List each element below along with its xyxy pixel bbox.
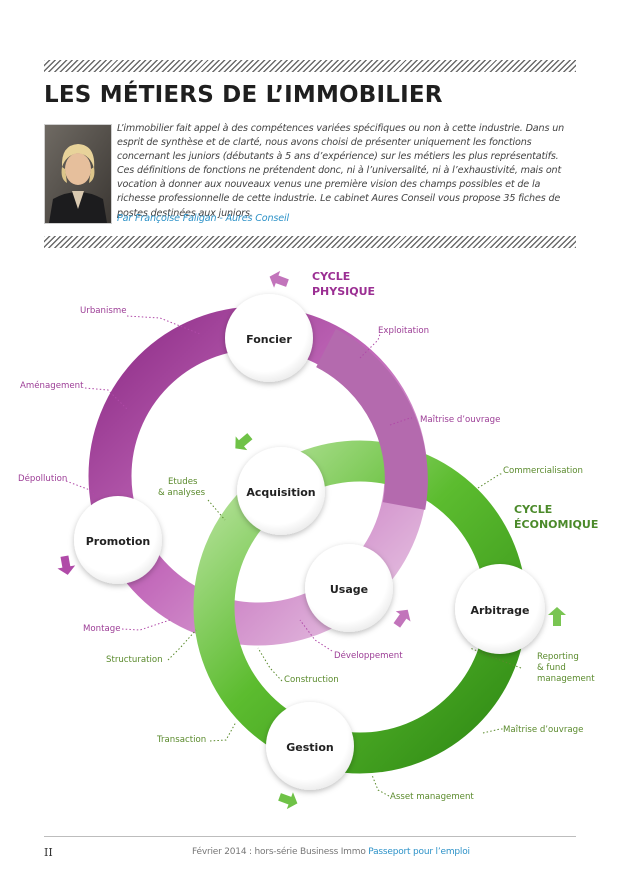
label-management: management [537, 674, 595, 684]
cycle-economique-title-line2: ÉCONOMIQUE [514, 518, 598, 531]
cycle-physique-title: CYCLE PHYSIQUE [312, 270, 375, 298]
arrow-icon [269, 270, 289, 288]
arrow-icon [393, 609, 411, 628]
footer-publication-text: Février 2014 : hors-série Business Immo [192, 847, 369, 857]
author-byline: Par Françoise Faligan - Aures Conseil [117, 213, 290, 224]
label-montage: Montage [83, 624, 121, 634]
label-fund: & fund [537, 663, 566, 673]
node-promotion: Promotion [74, 496, 162, 584]
node-usage-label: Usage [330, 583, 368, 596]
cycle-physique-labels: Urbanisme Exploitation Aménagement Maîtr… [18, 306, 500, 661]
leader-lines [65, 315, 522, 797]
node-foncier-label: Foncier [246, 333, 292, 346]
label-analyses: & analyses [158, 488, 206, 498]
cycle-economique-title-line1: CYCLE [514, 503, 552, 516]
node-gestion: Gestion [266, 702, 354, 790]
author-photo [44, 124, 112, 224]
node-acquisition: Acquisition [237, 447, 325, 535]
label-developpement: Développement [334, 650, 403, 661]
node-usage: Usage [305, 544, 393, 632]
label-construction: Construction [284, 675, 339, 685]
label-maitrise-ouvrage-physique: Maîtrise d’ouvrage [420, 415, 500, 425]
bottom-hatch-divider [44, 236, 576, 248]
intro-text: L’immobilier fait appel à des compétence… [117, 123, 565, 219]
label-depollution: Dépollution [18, 473, 67, 484]
node-arbitrage-label: Arbitrage [470, 604, 529, 617]
node-arbitrage: Arbitrage [455, 564, 545, 654]
label-amenagement: Aménagement [20, 380, 84, 391]
label-asset-management: Asset management [390, 792, 474, 802]
top-hatch-divider [44, 60, 576, 72]
cycle-economique-labels: Commercialisation Etudes & analyses Stru… [106, 466, 595, 802]
page-title: LES MÉTIERS DE L’IMMOBILIER [44, 82, 443, 108]
node-foncier: Foncier [225, 294, 313, 382]
label-structuration: Structuration [106, 655, 163, 665]
page-number: II [44, 846, 53, 859]
cycle-physique-title-line2: PHYSIQUE [312, 285, 375, 298]
arrow-icon [548, 607, 566, 626]
footer-link[interactable]: Passeport pour l’emploi [368, 847, 470, 857]
node-acquisition-label: Acquisition [246, 486, 315, 499]
cycle-physique-ring-overlap [315, 328, 428, 510]
arrow-icon [235, 433, 253, 451]
arrow-icon [57, 555, 76, 575]
cycle-economique-title: CYCLE ÉCONOMIQUE [514, 503, 598, 531]
arrow-icon [278, 792, 298, 810]
label-commercialisation: Commercialisation [503, 466, 583, 476]
label-transaction: Transaction [156, 735, 206, 745]
cycle-physique-title-line1: CYCLE [312, 270, 350, 283]
cycle-arrows [57, 270, 566, 810]
node-promotion-label: Promotion [86, 535, 150, 548]
label-reporting: Reporting [537, 652, 579, 662]
label-maitrise-ouvrage-economique: Maîtrise d’ouvrage [503, 725, 583, 735]
label-urbanisme: Urbanisme [80, 306, 127, 316]
label-etudes: Etudes [168, 477, 198, 487]
label-exploitation: Exploitation [378, 326, 429, 336]
footer-rule [44, 836, 576, 837]
footer-publication: Février 2014 : hors-série Business Immo … [192, 847, 470, 857]
node-gestion-label: Gestion [286, 741, 333, 754]
